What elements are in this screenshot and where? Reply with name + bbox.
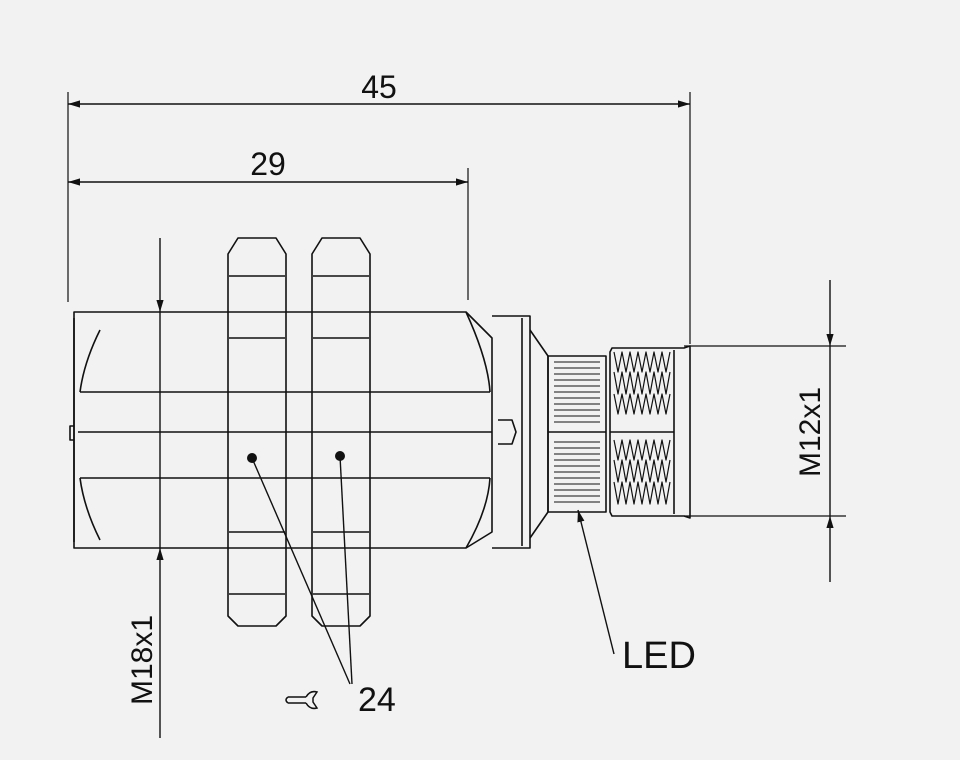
wrench-size-label: 24 — [358, 681, 396, 719]
hex-nut-2 — [311, 237, 371, 627]
hex-nut-1 — [227, 237, 287, 627]
wrench-leader — [251, 455, 353, 685]
connector-thread — [609, 345, 691, 519]
wrench-icon — [285, 690, 319, 710]
sensor-housing — [69, 311, 493, 549]
dimension-housing-thread: M18x1 — [126, 615, 159, 705]
extension-lines — [67, 92, 846, 517]
dimension-housing-length: 29 — [250, 146, 286, 182]
led-ring — [547, 355, 607, 513]
dimension-connector-thread: M12x1 — [794, 387, 827, 477]
rear-cap — [492, 315, 549, 549]
led-leader — [577, 509, 615, 655]
led-label: LED — [622, 635, 696, 677]
dimension-overall-length: 45 — [361, 69, 397, 105]
leader-dot-nut-2 — [335, 451, 345, 461]
leader-dot-nut-1 — [247, 453, 257, 463]
